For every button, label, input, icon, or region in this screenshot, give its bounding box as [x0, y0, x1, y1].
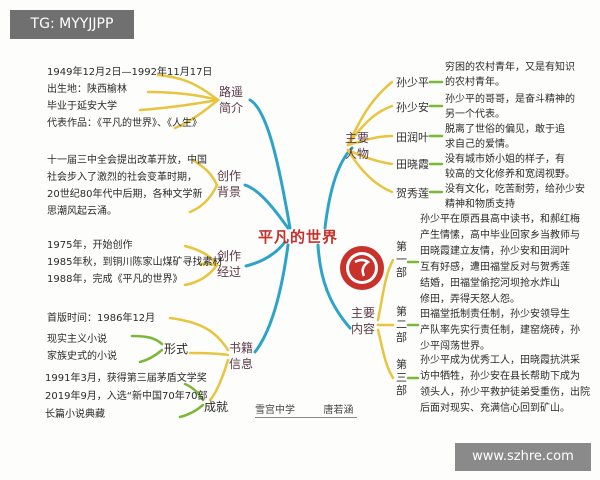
text-line: 的农村青年。	[445, 77, 505, 88]
text-line: 产生情愫，高中毕业回家乡当教师与	[420, 230, 580, 241]
character-desc: 穷困的农村青年，又是有知识的农村青年。	[445, 60, 575, 90]
text-line: 没有文化，吃苦耐劳，给孙少安	[445, 184, 585, 195]
character-desc: 没有文化，吃苦耐劳，给孙少安精神和物质支持	[445, 182, 585, 212]
process-text: 1975年，开始创作 1985年秋，到铜川陈家山煤矿寻找素材 1988年，完成《…	[47, 237, 222, 288]
text-line: 家族史式的小说	[47, 351, 117, 362]
text-line: 精神和物质支持	[445, 199, 515, 210]
character-desc: 没有城市娇小姐的样子，有较高的文化修养和宽阔视野。	[445, 152, 575, 182]
school-logo-icon	[340, 246, 384, 290]
text-line: 1949年12月2日—1992年11月17日	[47, 67, 213, 78]
node-form: 形式	[164, 342, 189, 356]
text-line: 1975年，开始创作	[47, 240, 133, 251]
text-line: 田福堂抵制责任制，孙少安领导生	[420, 309, 570, 320]
node-background: 创作背景	[216, 169, 241, 199]
text-line: 思潮风起云涌。	[47, 206, 117, 217]
part-3-summary: 孙少平成为优秀工人，田晓霞抗洪采 访中牺牲，孙少安在县长帮助下成为 领头人，孙少…	[420, 353, 590, 417]
first-edition: 首版时间：1986年12月	[47, 313, 156, 324]
text-line: 田晓霞建立友情，孙少安和田润叶	[420, 246, 570, 257]
text-line: 修田，弄得天怒人怨。	[420, 294, 520, 305]
character-name: 田晓霞	[396, 158, 429, 171]
trunk-process	[244, 240, 287, 268]
trunk-author	[248, 98, 292, 230]
watermark-top-left: TG: MYYJJPP	[10, 10, 134, 39]
text-line: 没有城市娇小姐的样子，有	[445, 154, 565, 165]
text-line: 1985年秋，到铜川陈家山煤矿寻找素材	[47, 257, 223, 268]
node-achievement: 成就	[204, 400, 229, 414]
text-line: 互有好感，遭田福堂反对与贺秀莲	[420, 262, 570, 273]
text-line: 孙少平的哥哥，是奋斗精神的	[445, 94, 575, 105]
trunk-book	[253, 243, 290, 354]
text-line: 毕业于延安大学	[47, 101, 117, 112]
footer-signature: 雪宫中学 唐若涵	[255, 401, 358, 418]
text-line: 脱离了世俗的偏见，敢于追	[445, 124, 565, 135]
part-label: 第三部	[396, 358, 407, 397]
character-desc: 脱离了世俗的偏见，敢于追求自己的爱情。	[445, 122, 565, 152]
text-line: 孙少平在原西县高中读书，和郝红梅	[420, 214, 580, 225]
text-line: 现实主义小说	[47, 334, 107, 345]
achievement-text: 1991年3月，获得第三届茅盾文学奖 2019年9月，入选“新中国70年70部 …	[45, 370, 207, 424]
watermark-bottom-right: www.szhre.com	[455, 443, 591, 471]
center-title: 平凡的世界	[258, 228, 339, 246]
school-name: 雪宫中学	[255, 405, 295, 416]
text-line: 代表作品：《平凡的世界》、《人生》	[47, 118, 202, 129]
node-author-intro: 路遥简介	[218, 85, 243, 115]
text-line: 社会步入了激烈的社会变革时期，	[47, 172, 197, 183]
part-2-summary: 田福堂抵制责任制，孙少安领导生 产队率先实行责任制，建窑烧砖，孙 少平闯荡世界。	[420, 307, 580, 355]
text-line: 较高的文化修养和宽阔视野。	[445, 169, 575, 180]
character-name: 贺秀莲	[396, 187, 429, 200]
part-1-summary: 孙少平在原西县高中读书，和郝红梅 产生情愫，高中毕业回家乡当教师与 田晓霞建立友…	[420, 212, 580, 308]
text-line: 出生地：陕西榆林	[47, 84, 127, 95]
text-line: 1991年3月，获得第三届茅盾文学奖	[45, 373, 207, 384]
trunk-content	[316, 243, 352, 330]
node-book-info: 书籍信息	[228, 341, 253, 371]
text-line: 结婚，田福堂偷挖河坝抢水炸山	[420, 278, 560, 289]
part-label: 第二部	[396, 305, 407, 344]
text-line: 后面对现实、充满信心回到矿山。	[420, 403, 570, 414]
trunk-background	[243, 183, 290, 230]
character-name: 田润叶	[396, 131, 429, 144]
node-characters: 主要人物	[344, 131, 369, 161]
character-name: 孙少安	[396, 101, 429, 114]
text-line: 产队率先实行责任制，建窑烧砖，孙	[420, 325, 580, 336]
text-line: 2019年9月，入选“新中国70年70部	[45, 391, 208, 402]
node-content: 主要内容	[350, 306, 375, 336]
text-line: 孙少平成为优秀工人，田晓霞抗洪采	[420, 355, 580, 366]
text-line: 访中牺牲，孙少安在县长帮助下成为	[420, 371, 580, 382]
background-text: 十一届三中全会提出改革开放，中国 社会步入了激烈的社会变革时期， 20世纪80年…	[47, 152, 207, 220]
text-line: 少平闯荡世界。	[420, 341, 490, 352]
form-text: 现实主义小说 家族史式的小说	[47, 331, 117, 365]
text-line: 长篇小说典藏	[45, 409, 105, 420]
text-line: 穷困的农村青年，又是有知识	[445, 62, 575, 73]
text-line: 十一届三中全会提出改革开放，中国	[47, 155, 207, 166]
node-process: 创作经过	[216, 249, 241, 279]
text-line: 另一个代表。	[445, 109, 505, 120]
text-line: 20世纪80年代中后期，各种文学新	[47, 189, 203, 200]
character-desc: 孙少平的哥哥，是奋斗精神的另一个代表。	[445, 92, 575, 122]
text-line: 求自己的爱情。	[445, 139, 515, 150]
part-label: 第一部	[396, 240, 407, 279]
author-name: 唐若涵	[323, 405, 354, 416]
author-intro-text: 1949年12月2日—1992年11月17日 出生地：陕西榆林 毕业于延安大学 …	[47, 64, 212, 132]
text-line: 1988年，完成《平凡的世界》	[47, 274, 183, 285]
text-line: 领头人，孙少平救护徒弟受重伤，出院	[420, 387, 590, 398]
character-name: 孙少平	[396, 76, 429, 89]
